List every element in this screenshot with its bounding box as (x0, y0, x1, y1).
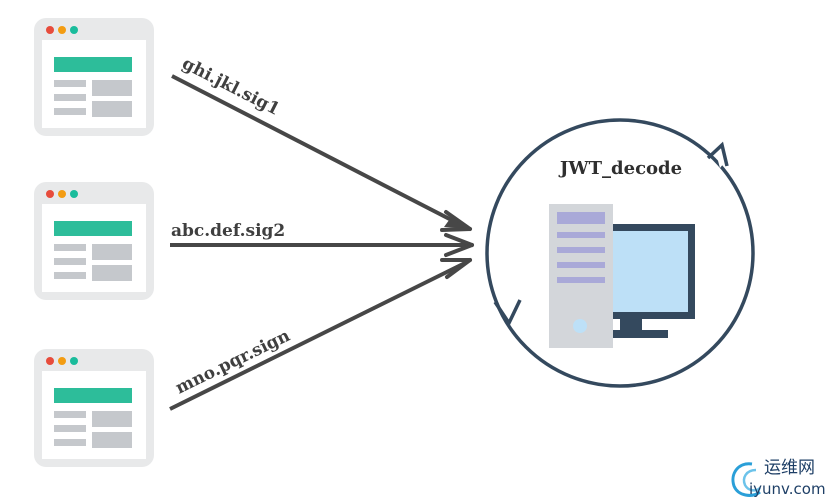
token-label-middle: abc.def.sig2 (171, 221, 285, 241)
cycle-ring (485, 118, 755, 388)
server-title: JWT_decode (558, 158, 682, 179)
watermark: 运维网 iyunv.com (731, 458, 826, 498)
watermark-en: iyunv.com (749, 480, 826, 498)
arrow-bottom (169, 258, 472, 411)
browser-client-middle (34, 182, 154, 300)
power-button-icon (573, 319, 587, 333)
token-label-bottom: mno.pqr.sign (172, 326, 293, 399)
watermark-cn: 运维网 (764, 458, 815, 478)
browser-client-top (34, 18, 154, 136)
arrow-top (171, 74, 472, 232)
cycle-arrow-top (706, 141, 729, 167)
jwt-decode-server: JWT_decode (485, 118, 755, 388)
server-tower-icon (549, 204, 613, 348)
arrow-middle (170, 233, 474, 257)
browser-client-bottom (34, 349, 154, 467)
cycle-arrow-bottom (493, 299, 522, 327)
